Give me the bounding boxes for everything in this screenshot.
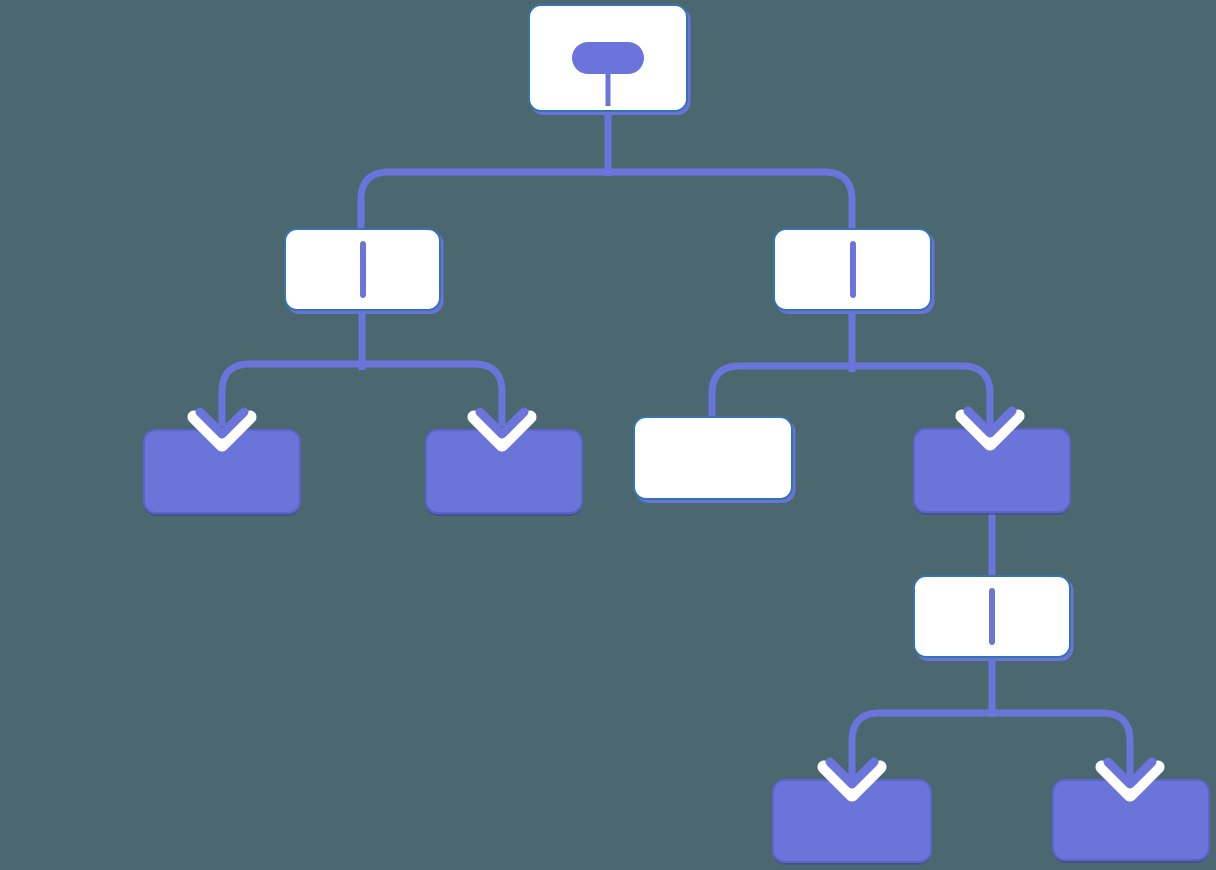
node-leaf-4[interactable] — [913, 428, 1071, 513]
node-leaf-1[interactable] — [143, 429, 301, 514]
divider-line-icon — [359, 241, 366, 298]
node-leaf-6[interactable] — [1052, 779, 1210, 861]
node-root[interactable] — [528, 4, 688, 112]
divider-line-icon — [989, 588, 995, 645]
divider-line-icon — [849, 241, 856, 298]
connector-bottom-split — [848, 709, 1134, 777]
connector-level1-split — [357, 168, 856, 230]
pill-stem-icon — [605, 72, 611, 106]
node-leaf-3[interactable] — [633, 416, 793, 500]
node-leaf-2[interactable] — [425, 429, 583, 514]
node-branch-left[interactable] — [284, 228, 441, 311]
node-pass-through[interactable] — [913, 575, 1071, 658]
connector-left-split — [218, 360, 506, 426]
pill-icon — [572, 42, 644, 74]
node-leaf-5[interactable] — [772, 779, 932, 863]
node-branch-right[interactable] — [773, 228, 932, 311]
